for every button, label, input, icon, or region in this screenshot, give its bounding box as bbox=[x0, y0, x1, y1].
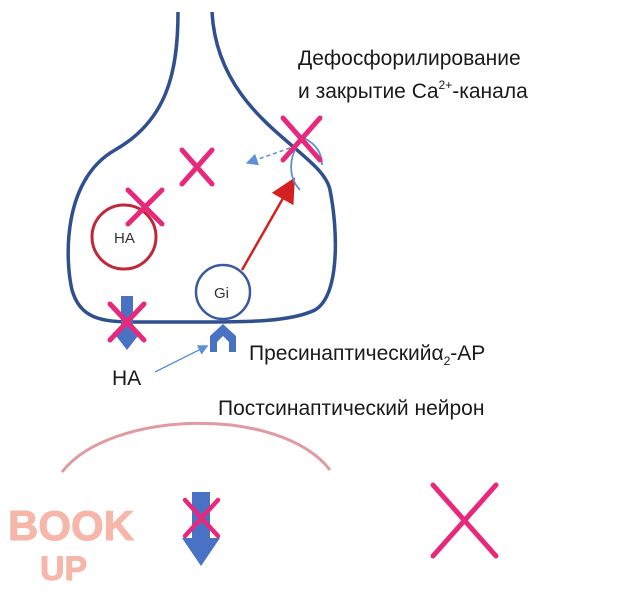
ca-influx-arrow bbox=[245, 147, 291, 166]
dephos-line2-sup: 2+ bbox=[439, 78, 453, 92]
cross-ca-channel bbox=[280, 115, 323, 163]
cross-vesicle bbox=[125, 187, 165, 227]
presyn-prefix: Пресинаптический bbox=[249, 342, 431, 365]
vesicle-label: НА bbox=[114, 230, 135, 247]
alpha2-receptor bbox=[210, 324, 236, 352]
presyn-suffix: -АР bbox=[450, 342, 485, 365]
bookup-logo: BOOK UP bbox=[8, 502, 135, 589]
ca-channel-right bbox=[303, 137, 323, 166]
cross-cytoplasm bbox=[179, 147, 215, 187]
postsyn-down-arrow bbox=[182, 492, 220, 566]
postsyn-label: Постсинаптический нейрон bbox=[218, 397, 484, 420]
cross-na-release bbox=[107, 301, 147, 343]
gi-protein bbox=[194, 263, 252, 321]
activation-arrow bbox=[240, 177, 295, 271]
cross-postsyn-arrow bbox=[182, 497, 221, 539]
dephos-line1: Дефосфорилирование bbox=[298, 47, 521, 70]
presynaptic-membrane bbox=[66, 11, 338, 324]
logo-line1: BOOK bbox=[8, 502, 134, 549]
vesicle bbox=[90, 203, 158, 271]
logo-line2: UP bbox=[40, 550, 87, 588]
gi-label: Gi bbox=[214, 285, 229, 302]
dephos-line2: и закрытие Ca2+-канала bbox=[298, 78, 528, 103]
postsynaptic-membrane bbox=[60, 421, 332, 473]
cross-large bbox=[430, 482, 499, 559]
presyn-alpha: α bbox=[431, 342, 443, 365]
na-released-label: НА bbox=[112, 367, 141, 390]
dephos-line2-prefix: и закрытие Ca bbox=[298, 80, 439, 103]
na-to-receptor-arrow bbox=[154, 345, 209, 373]
presyn-sub: 2 bbox=[444, 354, 451, 368]
dephos-line2-suffix: -канала bbox=[452, 80, 528, 103]
presyn-label: Пресинаптическийα2-АР bbox=[249, 342, 485, 368]
